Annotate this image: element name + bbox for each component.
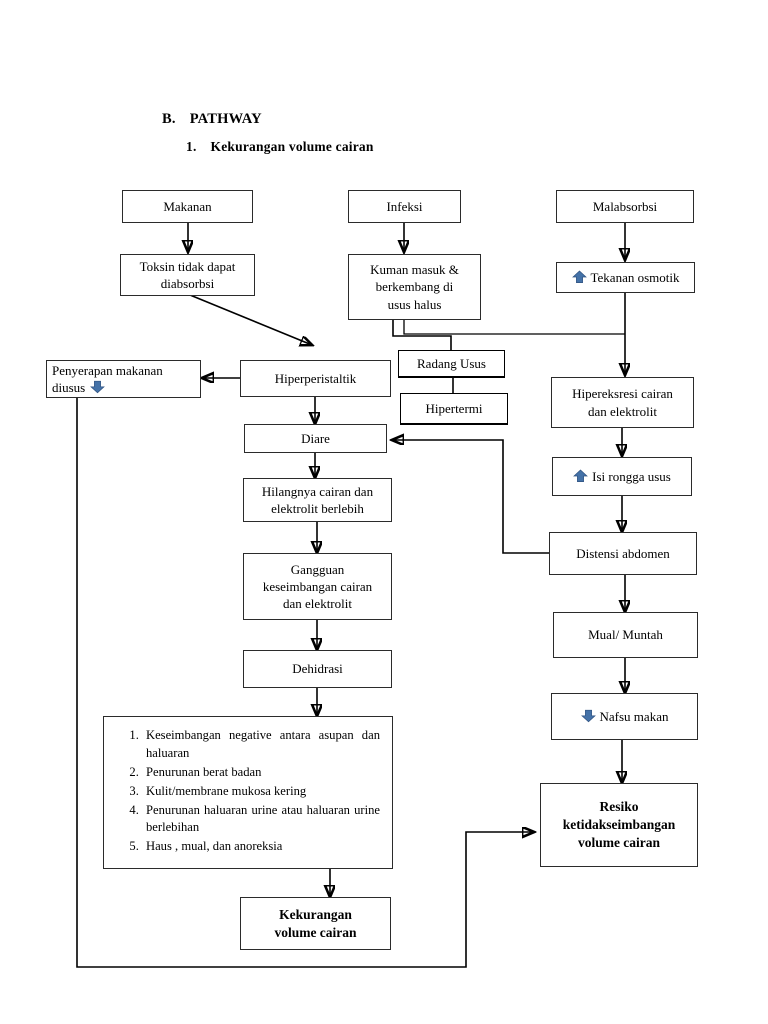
subsection-title: Kekurangan volume cairan bbox=[210, 139, 374, 154]
node-isi-rongga-usus[interactable]: Isi rongga usus bbox=[552, 457, 692, 496]
node-label: Isi rongga usus bbox=[592, 468, 671, 484]
section-letter: B. bbox=[162, 111, 176, 127]
node-kekurangan-volume-cairan[interactable]: Kekurangan volume cairan bbox=[240, 897, 391, 950]
node-hilangnya-cairan-elektrolit[interactable]: Hilangnya cairan dan elektrolit berlebih bbox=[243, 478, 392, 522]
node-label-line3: volume cairan bbox=[577, 834, 661, 850]
section-title: PATHWAY bbox=[189, 111, 262, 127]
node-label-line1: Kekurangan bbox=[279, 906, 352, 922]
node-label-line2: berkembang di bbox=[375, 279, 454, 295]
node-resiko-ketidakseimbangan-volume-cairan[interactable]: Resiko ketidakseimbangan volume cairan bbox=[540, 783, 698, 867]
node-nafsu-makan[interactable]: Nafsu makan bbox=[551, 693, 698, 740]
node-label-line1: Resiko bbox=[599, 799, 639, 815]
connector-penyerapan-to-resiko bbox=[76, 398, 534, 968]
subsection-heading: 1. Kekurangan volume cairan bbox=[186, 139, 374, 155]
node-label: Malabsorbsi bbox=[592, 198, 658, 214]
node-malabsorbsi[interactable]: Malabsorbsi bbox=[556, 190, 694, 223]
node-hiperperistaltik[interactable]: Hiperperistaltik bbox=[240, 360, 391, 397]
node-label: Infeksi bbox=[386, 198, 423, 214]
arrow-toksin-to-hiperperistaltik bbox=[189, 294, 312, 345]
node-toksin-tidak-dapat-diabsorbsi[interactable]: Toksin tidak dapat diabsorbsi bbox=[120, 254, 255, 296]
list-item: Penurunan haluaran urine atau haluaran u… bbox=[142, 802, 380, 838]
node-hipertermi[interactable]: Hipertermi bbox=[400, 393, 508, 425]
signs-and-symptoms-list[interactable]: Keseimbangan negative antara asupan dan … bbox=[103, 716, 393, 869]
node-label: Makanan bbox=[163, 198, 212, 214]
node-label-line1: Penyerapan makanan bbox=[52, 362, 163, 378]
node-label-line2: ketidakseimbangan bbox=[562, 817, 676, 833]
node-label: Tekanan osmotik bbox=[590, 269, 680, 285]
connector-kuman-to-radang bbox=[392, 320, 452, 350]
list-item: Haus , mual, dan anoreksia bbox=[142, 838, 380, 856]
node-label-line2: keseimbangan cairan bbox=[262, 578, 373, 594]
signs-list: Keseimbangan negative antara asupan dan … bbox=[116, 727, 380, 856]
list-item: Keseimbangan negative antara asupan dan … bbox=[142, 727, 380, 763]
node-infeksi[interactable]: Infeksi bbox=[348, 190, 461, 223]
node-label: Radang Usus bbox=[417, 356, 486, 372]
node-label-line1: Kuman masuk & bbox=[370, 262, 459, 278]
node-mual-muntah[interactable]: Mual/ Muntah bbox=[553, 612, 698, 658]
node-label: Dehidrasi bbox=[292, 661, 343, 677]
blue-up-arrow-icon bbox=[571, 270, 587, 283]
node-radang-usus[interactable]: Radang Usus bbox=[398, 350, 505, 378]
list-item: Kulit/membrane mukosa kering bbox=[142, 783, 380, 801]
node-diare[interactable]: Diare bbox=[244, 424, 387, 453]
node-tekanan-osmotik[interactable]: Tekanan osmotik bbox=[556, 262, 695, 293]
node-label-line2: diabsorbsi bbox=[160, 276, 215, 291]
node-hipereksresi-cairan-elektrolit[interactable]: Hipereksresi cairan dan elektrolit bbox=[551, 377, 694, 428]
node-dehidrasi[interactable]: Dehidrasi bbox=[243, 650, 392, 688]
node-label-line1: Toksin tidak dapat bbox=[139, 258, 236, 274]
node-label: Nafsu makan bbox=[599, 708, 669, 724]
node-label-line2: volume cairan bbox=[274, 924, 357, 940]
node-label: Hiperperistaltik bbox=[274, 370, 357, 386]
node-kuman-masuk-berkembang[interactable]: Kuman masuk & berkembang di usus halus bbox=[348, 254, 481, 320]
node-makanan[interactable]: Makanan bbox=[122, 190, 253, 223]
node-label-line1: Gangguan bbox=[290, 561, 345, 577]
blue-down-arrow-icon bbox=[580, 709, 596, 723]
blue-down-arrow-icon bbox=[90, 380, 106, 394]
node-label-line2: elektrolit berlebih bbox=[271, 501, 364, 516]
node-label-line3: dan elektrolit bbox=[283, 596, 352, 612]
connector-kuman-to-right-rail bbox=[403, 320, 625, 335]
node-label-line3: usus halus bbox=[387, 296, 442, 312]
node-gangguan-keseimbangan[interactable]: Gangguan keseimbangan cairan dan elektro… bbox=[243, 553, 392, 620]
subsection-number: 1. bbox=[186, 139, 197, 154]
section-heading: B. PATHWAY bbox=[162, 111, 262, 128]
node-label: Diare bbox=[301, 430, 330, 446]
node-label: Hipertermi bbox=[425, 401, 483, 417]
node-label-line1: Hilangnya cairan dan bbox=[261, 483, 374, 499]
node-label-line1: Hipereksresi cairan bbox=[572, 386, 673, 402]
connector-distensi-to-diare bbox=[392, 440, 549, 554]
node-label-line2: diusus bbox=[52, 380, 86, 395]
node-penyerapan-makanan-diusus[interactable]: Penyerapan makanan diusus bbox=[46, 360, 201, 398]
blue-up-arrow-icon bbox=[573, 469, 589, 482]
node-label: Mual/ Muntah bbox=[588, 627, 663, 643]
node-distensi-abdomen[interactable]: Distensi abdomen bbox=[549, 532, 697, 575]
node-label: Distensi abdomen bbox=[576, 545, 670, 561]
list-item: Penurunan berat badan bbox=[142, 764, 380, 782]
node-label-line2: dan elektrolit bbox=[588, 403, 657, 419]
